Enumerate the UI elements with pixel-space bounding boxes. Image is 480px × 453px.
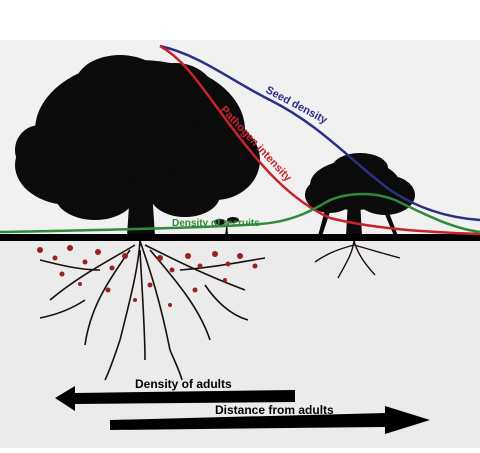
density-recruits-label: Density of recruits (172, 218, 260, 229)
ground-line (0, 234, 480, 241)
density-of-adults-label: Density of adults (135, 377, 232, 391)
distance-from-adults-label: Distance from adults (215, 403, 334, 417)
